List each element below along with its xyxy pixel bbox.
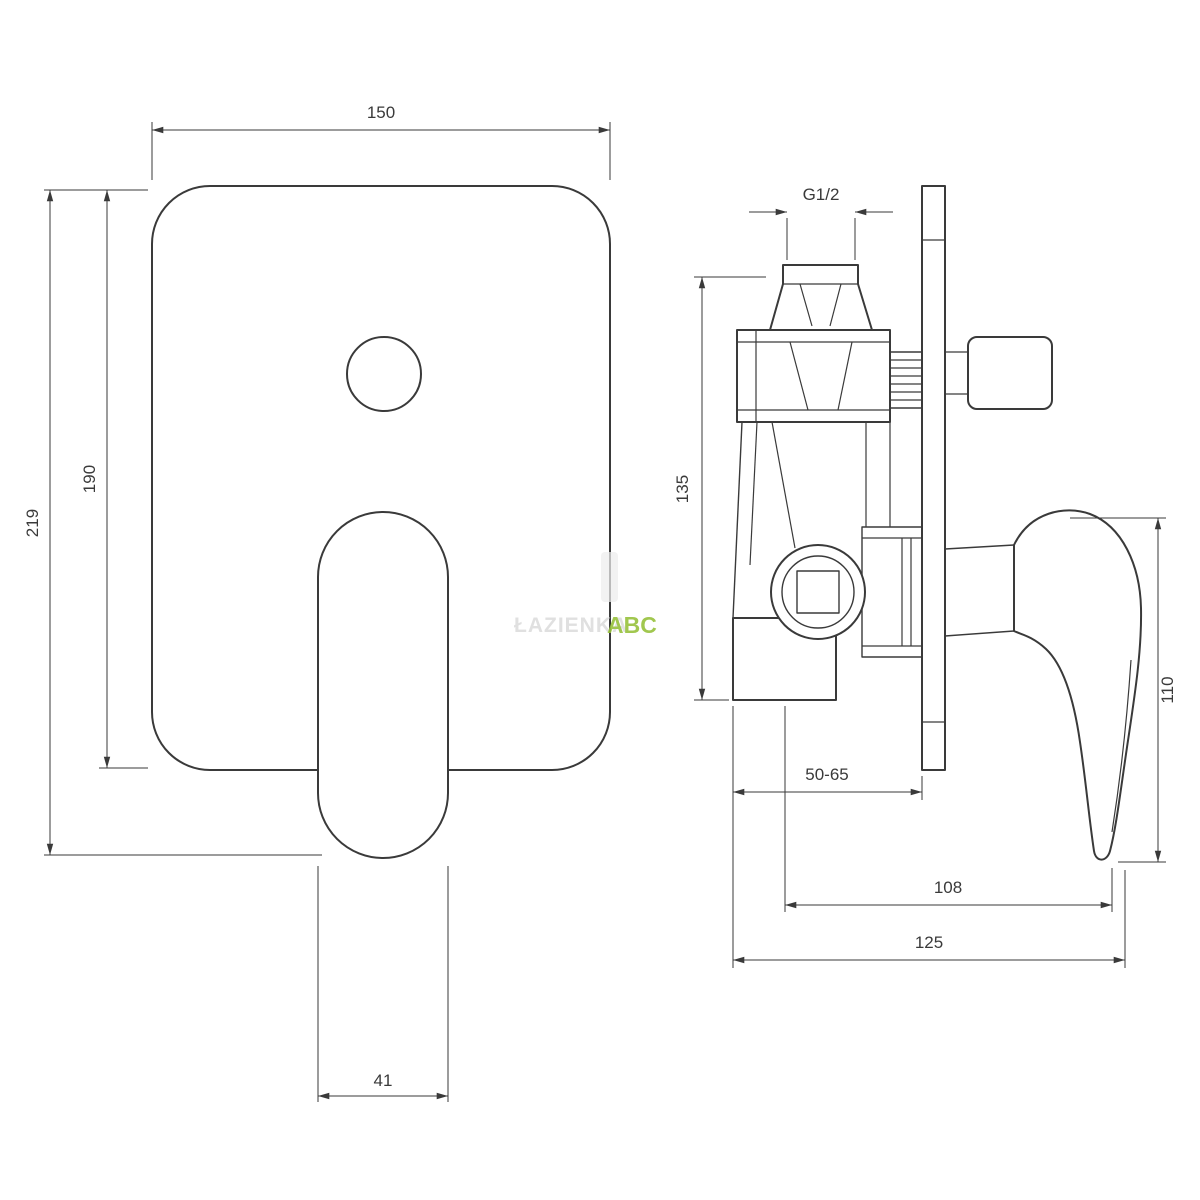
side-upper-body bbox=[736, 329, 891, 423]
front-view bbox=[151, 185, 611, 859]
side-dimensions: G1/2 135 50-65 108 125 110 bbox=[673, 185, 1177, 968]
dim-label-thread: G1/2 bbox=[803, 185, 840, 204]
side-lever-handle bbox=[1013, 509, 1143, 861]
side-top-fitting bbox=[769, 264, 873, 331]
dim-label-plate-width: 150 bbox=[367, 103, 395, 122]
dim-label-plate-height: 190 bbox=[80, 465, 99, 493]
front-lever-handle bbox=[317, 511, 449, 859]
dim-label-installation-depth: 50-65 bbox=[805, 765, 848, 784]
side-plate-slab bbox=[921, 185, 946, 771]
dim-label-body-height: 135 bbox=[673, 475, 692, 503]
watermark-green-text: ABC bbox=[607, 612, 657, 638]
side-outlet-port-inner bbox=[781, 555, 855, 629]
dim-label-handle-width: 41 bbox=[374, 1071, 393, 1090]
dim-label-overall-height: 219 bbox=[23, 509, 42, 537]
side-diverter-knob bbox=[967, 336, 1053, 410]
watermark-logo-mark bbox=[601, 552, 618, 602]
dim-label-depth-to-handle: 108 bbox=[934, 878, 962, 897]
side-outlet-port-outer bbox=[770, 544, 866, 640]
front-dimensions: 150 219 190 41 bbox=[23, 103, 611, 1102]
side-cartridge-housing bbox=[861, 526, 923, 658]
side-threaded-nipple bbox=[889, 351, 923, 409]
side-outlet-square bbox=[796, 570, 840, 614]
watermark: ŁAZIENKA ABC bbox=[514, 552, 657, 638]
watermark-gray-text: ŁAZIENKA bbox=[514, 614, 628, 637]
front-diverter-button bbox=[346, 336, 422, 412]
dim-label-overall-depth: 125 bbox=[915, 933, 943, 952]
dim-label-handle-height: 110 bbox=[1158, 676, 1177, 703]
side-view bbox=[732, 185, 1143, 861]
